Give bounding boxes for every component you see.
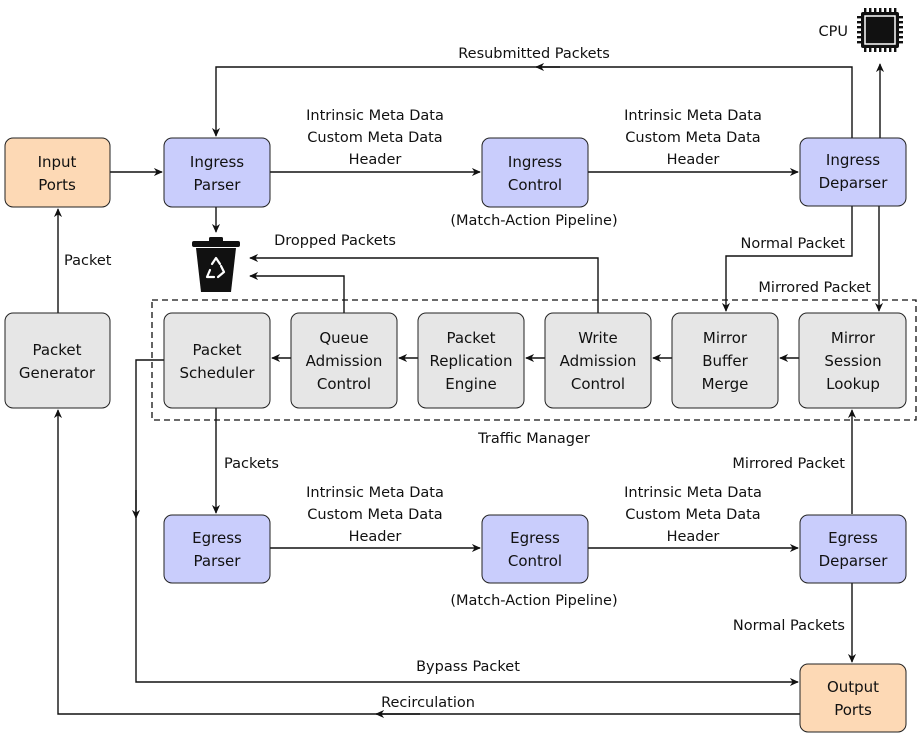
traffic-manager-label: Traffic Manager (477, 431, 590, 447)
egress-match-action-label: (Match-Action Pipeline) (450, 593, 617, 609)
svg-text:Intrinsic Meta Data: Intrinsic Meta Data (306, 108, 444, 124)
svg-text:Intrinsic Meta Data: Intrinsic Meta Data (624, 108, 762, 124)
cpu-chip-icon (857, 8, 903, 52)
box-egress-control: Egress Control (481, 514, 589, 584)
ingress-meta-label-1: Intrinsic Meta Data Custom Meta Data Hea… (306, 108, 444, 168)
egress-meta-label-2: Intrinsic Meta Data Custom Meta Data Hea… (624, 485, 762, 545)
svg-text:Control: Control (508, 176, 562, 194)
svg-text:Deparser: Deparser (819, 174, 889, 192)
arrow-dropped-write (249, 253, 599, 313)
svg-text:Header: Header (667, 152, 720, 168)
svg-text:Packet: Packet (446, 329, 495, 347)
svg-text:Header: Header (349, 529, 402, 545)
svg-text:Merge: Merge (702, 375, 749, 393)
resubmit-loop (211, 66, 853, 138)
mirrored-packet-label-top: Mirrored Packet (758, 280, 871, 296)
svg-text:Session: Session (824, 352, 881, 370)
box-mirror-session-lookup: Mirror Session Lookup (798, 312, 907, 409)
box-queue-admission-control: Queue Admission Control (290, 312, 398, 409)
svg-text:Packet: Packet (32, 341, 81, 359)
svg-text:Ingress: Ingress (508, 153, 562, 171)
svg-text:Lookup: Lookup (826, 375, 880, 393)
svg-text:Admission: Admission (306, 352, 383, 370)
ingress-meta-label-2: Intrinsic Meta Data Custom Meta Data Hea… (624, 108, 762, 168)
ingress-match-action-label: (Match-Action Pipeline) (450, 213, 617, 229)
svg-text:Custom Meta Data: Custom Meta Data (307, 130, 442, 146)
svg-text:Egress: Egress (192, 529, 242, 547)
svg-text:Egress: Egress (510, 529, 560, 547)
recycle-bin-icon (192, 237, 240, 292)
connectors (53, 62, 885, 719)
box-egress-parser: Egress Parser (163, 514, 271, 584)
svg-text:Output: Output (827, 678, 879, 696)
svg-text:Header: Header (667, 529, 720, 545)
box-input-ports: Input Ports (4, 137, 111, 208)
svg-text:Custom Meta Data: Custom Meta Data (625, 507, 760, 523)
svg-text:Custom Meta Data: Custom Meta Data (625, 130, 760, 146)
dropped-packets-label: Dropped Packets (274, 233, 396, 249)
svg-text:Parser: Parser (194, 176, 242, 194)
svg-text:Deparser: Deparser (819, 552, 889, 570)
cpu-label: CPU (819, 24, 848, 40)
svg-text:Queue: Queue (319, 329, 368, 347)
bypass-line (135, 359, 799, 687)
svg-text:Admission: Admission (560, 352, 637, 370)
svg-text:Header: Header (349, 152, 402, 168)
svg-text:Buffer: Buffer (702, 352, 748, 370)
svg-text:Custom Meta Data: Custom Meta Data (307, 507, 442, 523)
packet-label: Packet (64, 253, 112, 269)
svg-text:Engine: Engine (445, 375, 496, 393)
arrow-normal-packet (721, 206, 853, 312)
bypass-packet-label: Bypass Packet (416, 659, 520, 675)
svg-text:Ports: Ports (834, 701, 872, 719)
resubmitted-label: Resubmitted Packets (458, 46, 610, 62)
arrow-dropped-queue (249, 271, 345, 313)
svg-text:Packet: Packet (192, 341, 241, 359)
recirculation-line (53, 409, 800, 715)
mirrored-packet-label-bottom: Mirrored Packet (732, 456, 845, 472)
svg-text:Generator: Generator (19, 364, 96, 382)
svg-text:Control: Control (508, 552, 562, 570)
box-output-ports: Output Ports (799, 663, 907, 733)
svg-text:Input: Input (38, 153, 77, 171)
svg-text:Replication: Replication (429, 352, 512, 370)
normal-packet-label: Normal Packet (740, 236, 845, 252)
svg-text:Write: Write (578, 329, 618, 347)
box-ingress-parser: Ingress Parser (163, 137, 271, 208)
box-packet-generator: Packet Generator (4, 312, 111, 409)
packets-label: Packets (224, 456, 279, 472)
svg-text:Control: Control (571, 375, 625, 393)
svg-text:Parser: Parser (194, 552, 242, 570)
box-packet-scheduler: Packet Scheduler (163, 312, 271, 409)
svg-text:Ports: Ports (38, 176, 76, 194)
recirculation-label: Recirculation (381, 695, 475, 711)
box-egress-deparser: Egress Deparser (799, 514, 907, 584)
svg-text:Control: Control (317, 375, 371, 393)
svg-text:Egress: Egress (828, 529, 878, 547)
svg-text:Mirror: Mirror (703, 329, 748, 347)
svg-text:Scheduler: Scheduler (179, 364, 255, 382)
box-ingress-deparser: Ingress Deparser (799, 137, 907, 207)
svg-text:Mirror: Mirror (831, 329, 876, 347)
egress-meta-label-1: Intrinsic Meta Data Custom Meta Data Hea… (306, 485, 444, 545)
box-write-admission-control: Write Admission Control (544, 312, 652, 409)
box-ingress-control: Ingress Control (481, 137, 589, 208)
svg-text:Intrinsic Meta Data: Intrinsic Meta Data (624, 485, 762, 501)
svg-text:Ingress: Ingress (190, 153, 244, 171)
box-packet-replication-engine: Packet Replication Engine (417, 312, 525, 409)
normal-packets-label: Normal Packets (733, 618, 845, 634)
box-mirror-buffer-merge: Mirror Buffer Merge (671, 312, 779, 409)
svg-text:Ingress: Ingress (826, 151, 880, 169)
traffic-manager-region (151, 299, 917, 421)
svg-text:Intrinsic Meta Data: Intrinsic Meta Data (306, 485, 444, 501)
